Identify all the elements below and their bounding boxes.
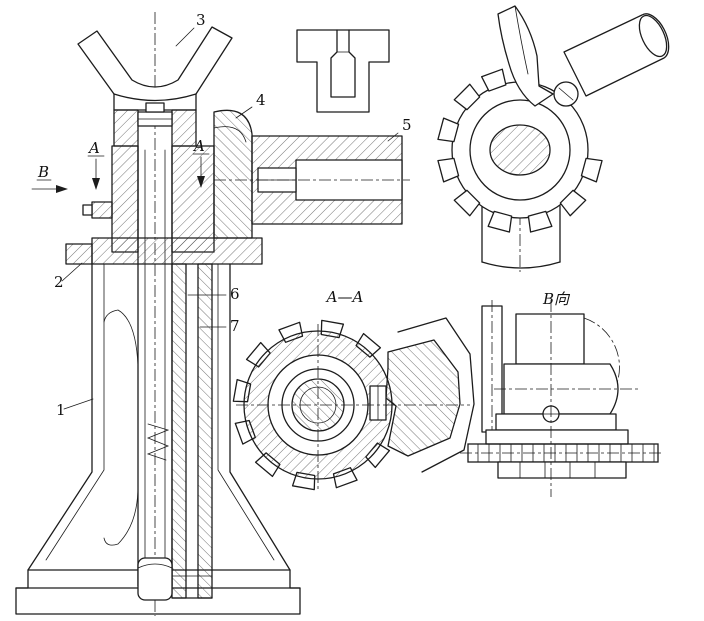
hub-band	[485, 429, 629, 445]
part-label-5: 5	[402, 116, 412, 134]
part-label-2: 2	[54, 273, 64, 291]
section-arrow-a-right-label: A	[192, 137, 205, 155]
section-arrows: A A B	[31, 137, 210, 193]
inner-sleeve	[171, 263, 213, 599]
upper-nut	[82, 145, 215, 253]
part-label-7: 7	[230, 317, 240, 335]
view-b-direction: B向	[460, 290, 664, 497]
arrow-b-head	[56, 185, 68, 193]
part-label-4: 4	[256, 91, 266, 109]
part-label-3: 3	[196, 11, 206, 29]
ratchet-wheel-pawl-view	[437, 5, 670, 272]
pawl	[497, 5, 554, 107]
handle-socket	[214, 135, 410, 225]
pawl-seat-detail-view	[296, 29, 390, 113]
arrow-a-right-head	[197, 176, 205, 188]
screw-head	[113, 102, 197, 147]
pawl-screw	[553, 81, 579, 107]
arrow-a-left-head	[92, 178, 100, 190]
view-arrow-b-label: B	[37, 163, 49, 181]
section-a-a-view: A—A	[232, 288, 475, 491]
view-b-title: B向	[542, 290, 571, 308]
section-a-a-pawl	[369, 317, 475, 473]
screw-foot	[137, 423, 173, 601]
ratchet-base-cylinder	[481, 205, 561, 269]
section-arrow-a-left-label: A	[87, 139, 100, 157]
pawl-housing	[213, 109, 253, 239]
swing-arc	[583, 317, 620, 387]
section-a-a-title: A—A	[325, 288, 364, 306]
main-sectional-view: 3 4 5 2 1 6 7 A A B	[15, 11, 412, 616]
saddle-cap	[77, 26, 233, 111]
part-labels: 3 4 5 2 1 6 7	[54, 11, 412, 419]
part-label-1: 1	[56, 401, 66, 419]
handle-arm	[563, 13, 670, 97]
flange	[65, 237, 263, 265]
part-label-6: 6	[230, 285, 240, 303]
socket-end	[515, 313, 585, 365]
screw-end-section	[489, 124, 551, 176]
lower-band	[497, 461, 627, 479]
